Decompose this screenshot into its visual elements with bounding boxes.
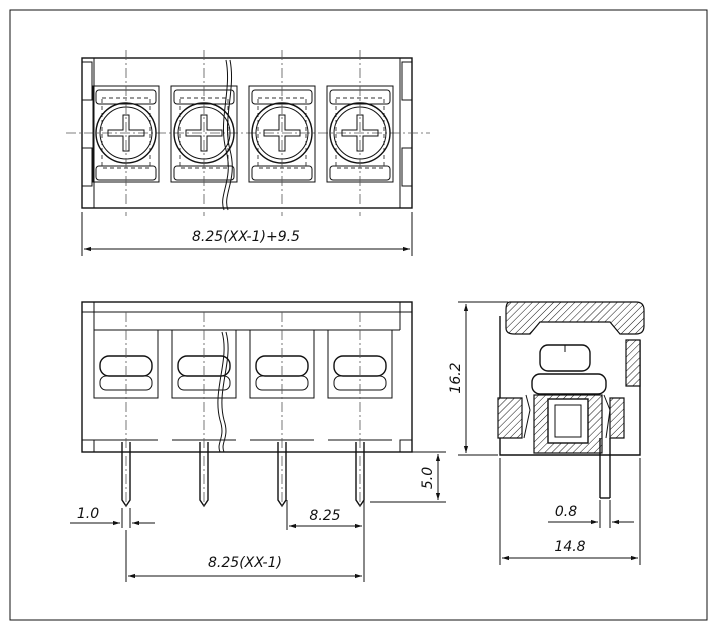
break-line xyxy=(222,59,229,211)
phillips-cross-icon xyxy=(107,114,145,152)
dimensions: 8.25(XX-1)+9.5 1.0 8.25 8.25(XX-1) 5.0 1… xyxy=(70,212,641,582)
front-view-body xyxy=(81,301,413,453)
top-view xyxy=(66,57,430,209)
phillips-cross-icon xyxy=(341,114,379,152)
phillips-cross-icon xyxy=(263,114,301,152)
pitch-label: 8.25 xyxy=(309,508,340,524)
front-view xyxy=(81,301,413,453)
overall-width-label: 8.25(XX-1)+9.5 xyxy=(192,229,300,245)
pin-diameter-label: 1.0 xyxy=(77,506,99,522)
break-line xyxy=(217,331,225,453)
phillips-cross-icon xyxy=(185,114,223,152)
side-view xyxy=(497,301,645,499)
break-line xyxy=(221,331,229,453)
repeated-positions xyxy=(92,50,394,510)
break-line xyxy=(226,59,233,211)
pin-thickness-label: 0.8 xyxy=(555,504,577,520)
span-label: 8.25(XX-1) xyxy=(208,555,282,571)
pin-length-label: 5.0 xyxy=(420,467,436,489)
height-label: 16.2 xyxy=(448,362,464,393)
sheet-border xyxy=(9,9,708,621)
side-cover-hatched xyxy=(505,301,645,335)
side-view-body xyxy=(499,316,641,456)
depth-label: 14.8 xyxy=(554,539,585,555)
